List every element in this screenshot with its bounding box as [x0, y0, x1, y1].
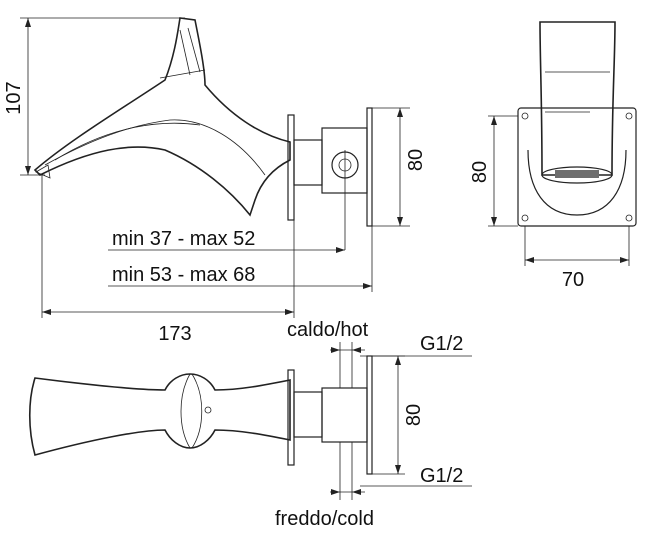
dim-width-173: 173	[158, 323, 191, 345]
spout-outline	[33, 17, 291, 217]
dim-plate-side-80: 80	[405, 149, 427, 171]
label-cold: freddo/cold	[275, 508, 374, 530]
dim-min53-max68: min 53 - max 68	[112, 264, 255, 286]
front-view: 80 70	[469, 21, 637, 291]
top-spout-outline	[29, 373, 291, 456]
dim-plate-top-80: 80	[403, 404, 425, 426]
side-view: 107 80 min 37 - max 52 min 53 - max 68	[3, 17, 427, 345]
dim-height-107: 107	[3, 81, 25, 114]
dim-plate-front-70: 70	[562, 269, 584, 291]
label-hot: caldo/hot	[287, 319, 369, 341]
top-view: caldo/hot freddo/cold G1/2 G1/2 80	[29, 319, 472, 530]
dim-plate-front-80: 80	[469, 161, 491, 183]
dim-min37-max52: min 37 - max 52	[112, 228, 255, 250]
label-thread-top: G1/2	[420, 333, 463, 355]
label-thread-bottom: G1/2	[420, 465, 463, 487]
